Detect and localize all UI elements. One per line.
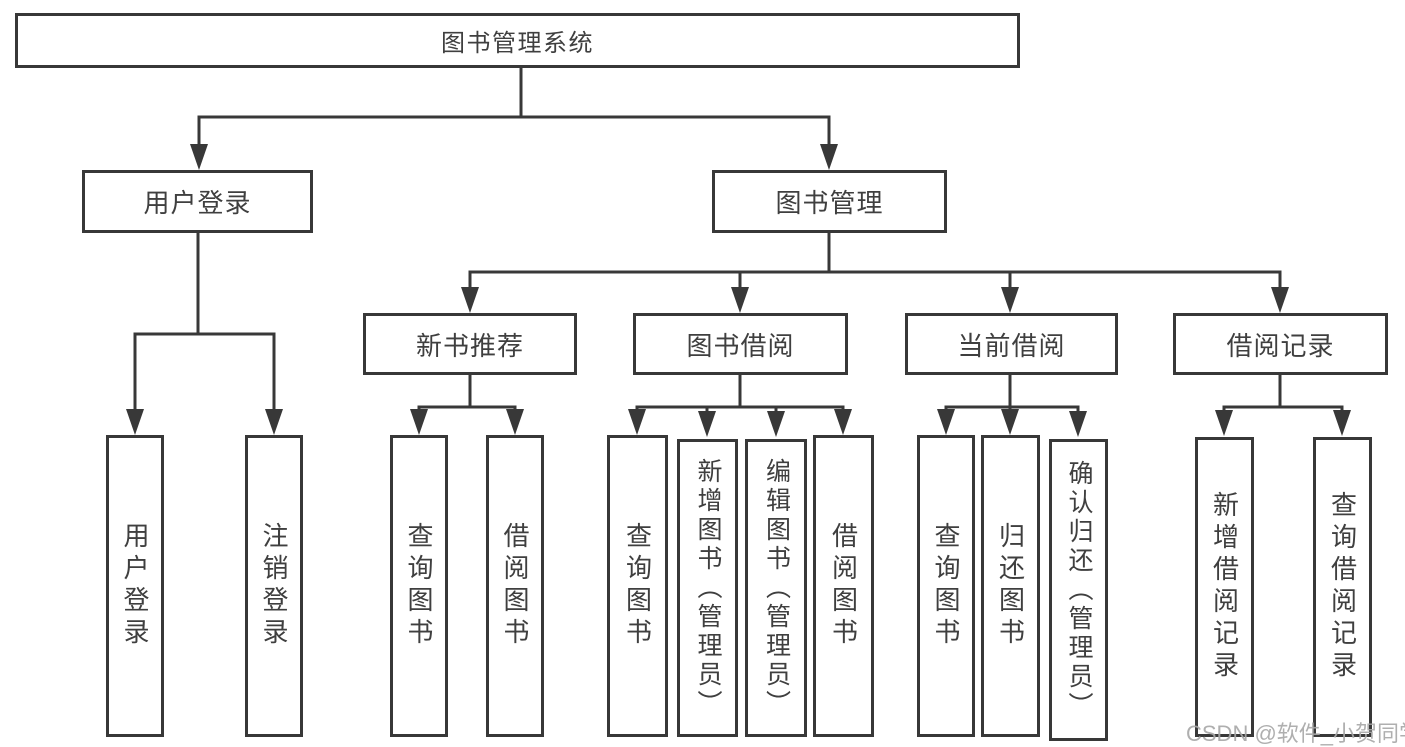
node-book-borrowing: 图书借阅 — [633, 313, 848, 375]
node-label: 借阅图书 — [500, 522, 530, 650]
leaf-query-borrow-record: 查询借阅记录 — [1313, 437, 1372, 737]
node-label: 图书借阅 — [686, 330, 795, 361]
leaf-edit-books-admin: 编辑图书（管理员） — [745, 439, 807, 737]
leaf-user-login: 用户登录 — [106, 435, 164, 737]
node-label: 新书推荐 — [415, 330, 524, 361]
node-user-login: 用户登录 — [82, 170, 313, 233]
node-new-book-recommend: 新书推荐 — [363, 313, 577, 375]
node-label: 编辑图书（管理员） — [762, 457, 791, 719]
connector-newrec-to-leaves — [410, 375, 524, 435]
csdn-watermark: CSDN @软件_小贺同学 — [1186, 721, 1405, 746]
connector-mgmt-to-level3 — [461, 233, 1289, 313]
node-label: 借阅图书 — [828, 522, 859, 650]
node-label: 图书管理系统 — [441, 30, 594, 57]
node-label: 新增借阅记录 — [1209, 491, 1240, 683]
connector-login-to-leaves — [126, 233, 283, 435]
node-label: 用户登录 — [120, 522, 150, 650]
node-label: 查询图书 — [931, 522, 961, 650]
connector-root-to-level2 — [190, 68, 838, 170]
node-label: 查询图书 — [622, 522, 653, 650]
node-label: 查询借阅记录 — [1327, 491, 1358, 683]
node-label: 查询图书 — [404, 522, 434, 650]
leaf-add-borrow-record: 新增借阅记录 — [1195, 437, 1254, 737]
connector-current-to-leaves — [937, 375, 1087, 437]
leaf-borrow-books: 借阅图书 — [486, 435, 544, 737]
node-book-management: 图书管理 — [712, 170, 947, 233]
leaf-query-books: 查询图书 — [917, 435, 975, 737]
leaf-borrow-books: 借阅图书 — [813, 435, 874, 737]
node-current-borrowing: 当前借阅 — [905, 313, 1118, 375]
node-label: 归还图书 — [995, 522, 1026, 650]
node-label: 确认归还（管理员） — [1065, 459, 1093, 721]
node-label: 用户登录 — [143, 188, 252, 218]
leaf-add-books-admin: 新增图书（管理员） — [677, 439, 738, 737]
leaf-confirm-return-admin: 确认归还（管理员） — [1049, 439, 1108, 741]
node-library-management-system: 图书管理系统 — [15, 13, 1020, 68]
node-label: 图书管理 — [775, 188, 884, 218]
node-label: 借阅记录 — [1226, 330, 1335, 361]
node-label: 新增图书（管理员） — [694, 457, 722, 719]
node-label: 当前借阅 — [957, 330, 1066, 361]
node-borrow-records: 借阅记录 — [1173, 313, 1388, 375]
leaf-query-books: 查询图书 — [607, 435, 668, 737]
leaf-return-books: 归还图书 — [981, 435, 1040, 737]
node-label: 注销登录 — [259, 522, 289, 650]
connector-borrow-to-leaves — [628, 375, 852, 437]
leaf-logout: 注销登录 — [245, 435, 303, 737]
leaf-query-books: 查询图书 — [390, 435, 448, 737]
connector-record-to-leaves — [1215, 375, 1351, 436]
